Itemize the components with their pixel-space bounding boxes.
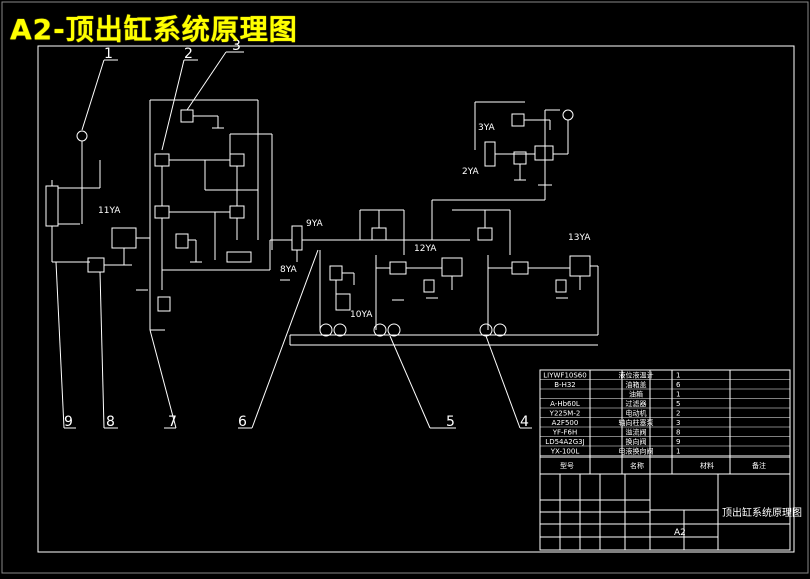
parts-cell-name: 溢流阀 bbox=[626, 428, 647, 437]
parts-cell-model: LD54A2G3J bbox=[545, 438, 584, 446]
valve-13ya-relief bbox=[555, 279, 567, 293]
callout-6: 6 bbox=[238, 414, 247, 430]
valve-12ya-relief bbox=[423, 279, 435, 293]
check-valve-d bbox=[229, 205, 245, 219]
parts-cell-name: 轴向柱塞泵 bbox=[619, 418, 654, 427]
parts-cell-model: B-H32 bbox=[554, 381, 576, 389]
parts-cell-name: 液位液温计 bbox=[619, 371, 654, 380]
parts-list-grid bbox=[539, 369, 791, 475]
pump-1 bbox=[319, 323, 333, 337]
parts-cell-model: A-Hb60L bbox=[550, 400, 580, 408]
drawing-title: A2-顶出缸系统原理图 bbox=[10, 13, 298, 46]
valve-13ya bbox=[569, 255, 591, 277]
parts-cell-qty: 1 bbox=[676, 372, 680, 380]
parts-cell-name: 电液换向阀 bbox=[619, 447, 654, 456]
valve-9ya bbox=[291, 225, 303, 251]
parts-cell-model: Y225M-2 bbox=[549, 410, 581, 418]
parts-cell-model: YF-F6H bbox=[552, 429, 578, 437]
valve-11ya bbox=[111, 227, 137, 249]
label-10ya: 10YA bbox=[350, 310, 373, 320]
parts-cell-name: 油箱盖 bbox=[626, 380, 647, 389]
parts-header-material: 材料 bbox=[700, 461, 714, 470]
parts-cell-qty: 5 bbox=[676, 400, 680, 408]
relief-valve-3 bbox=[180, 109, 194, 123]
parts-header: 型号 名称 材料 备注 bbox=[560, 461, 766, 470]
pump-2 bbox=[373, 323, 387, 337]
pressure-gauge-1 bbox=[76, 130, 88, 142]
filter-top bbox=[534, 145, 554, 161]
title-block-grid bbox=[539, 473, 791, 551]
label-8ya: 8YA bbox=[280, 265, 298, 275]
valve-10ya bbox=[335, 293, 351, 311]
pilot-valve bbox=[175, 233, 189, 249]
schematic-lines bbox=[45, 99, 599, 346]
parts-cell-qty: 1 bbox=[676, 391, 680, 399]
motor-2 bbox=[387, 323, 401, 337]
parts-cell-name: 油箱 bbox=[629, 390, 643, 399]
label-13ya: 13YA bbox=[568, 233, 591, 243]
solenoid-labels: 11YA 9YA 8YA 12YA 13YA 3YA 2YA 10YA bbox=[98, 123, 591, 320]
parts-cell-qty: 3 bbox=[676, 419, 680, 427]
title-block-sheet: A2 bbox=[674, 528, 686, 538]
check-valve-c bbox=[229, 153, 245, 167]
parts-cell-name: 电动机 bbox=[626, 409, 647, 418]
parts-cell-qty: 1 bbox=[676, 448, 680, 456]
parts-cell-qty: 2 bbox=[676, 410, 680, 418]
motor-1 bbox=[333, 323, 347, 337]
motor-3 bbox=[493, 323, 507, 337]
label-9ya: 9YA bbox=[306, 219, 324, 229]
top-cylinder bbox=[45, 185, 59, 227]
callout-1: 1 bbox=[104, 46, 113, 62]
valve-10ya-pilot bbox=[329, 265, 343, 281]
callout-2: 2 bbox=[184, 46, 193, 62]
parts-header-name: 名称 bbox=[630, 461, 644, 470]
callout-numbers: 1 2 3 4 5 6 7 8 9 bbox=[64, 38, 529, 430]
parts-header-note: 备注 bbox=[752, 461, 766, 470]
callout-3: 3 bbox=[232, 38, 241, 54]
label-2ya: 2YA bbox=[462, 167, 480, 177]
valve-7 bbox=[157, 296, 171, 312]
pump-3 bbox=[479, 323, 493, 337]
callout-9: 9 bbox=[64, 414, 73, 430]
label-11ya: 11YA bbox=[98, 206, 121, 216]
valve-3ya-2ya bbox=[484, 141, 496, 167]
callout-5: 5 bbox=[446, 414, 455, 430]
title-block-title: 顶出缸系统原理图 bbox=[722, 506, 802, 519]
valve-9 bbox=[87, 257, 105, 273]
parts-cell-model: LIYWF10S60 bbox=[543, 372, 586, 380]
pressure-gauge-top bbox=[562, 109, 574, 121]
parts-cell-qty: 9 bbox=[676, 438, 680, 446]
throttle-valve bbox=[226, 251, 252, 263]
parts-cell-qty: 6 bbox=[676, 381, 681, 389]
parts-cell-name: 换向阀 bbox=[626, 437, 647, 446]
callout-8: 8 bbox=[106, 414, 115, 430]
check-valve-b bbox=[154, 205, 170, 219]
check-valve-g bbox=[389, 261, 407, 275]
callout-4: 4 bbox=[520, 414, 529, 430]
label-3ya: 3YA bbox=[478, 123, 496, 133]
parts-cell-model: A2F500 bbox=[552, 419, 579, 427]
drawing-border bbox=[37, 45, 795, 553]
relief-valve-top bbox=[511, 113, 525, 127]
check-valve-h bbox=[511, 261, 529, 275]
callout-leaders bbox=[55, 51, 532, 429]
valve-12ya bbox=[441, 257, 463, 277]
check-valve-e bbox=[371, 227, 387, 241]
label-12ya: 12YA bbox=[414, 244, 437, 254]
parts-cell-qty: 8 bbox=[676, 429, 680, 437]
parts-header-model: 型号 bbox=[560, 461, 574, 470]
check-valve-f bbox=[477, 227, 493, 241]
parts-cell-name: 过滤器 bbox=[626, 399, 647, 408]
parts-cell-model: YX-100L bbox=[550, 448, 580, 456]
callout-7: 7 bbox=[168, 414, 177, 430]
title-block-text: 顶出缸系统原理图 A2 bbox=[674, 506, 802, 538]
check-valve-a bbox=[154, 153, 170, 167]
